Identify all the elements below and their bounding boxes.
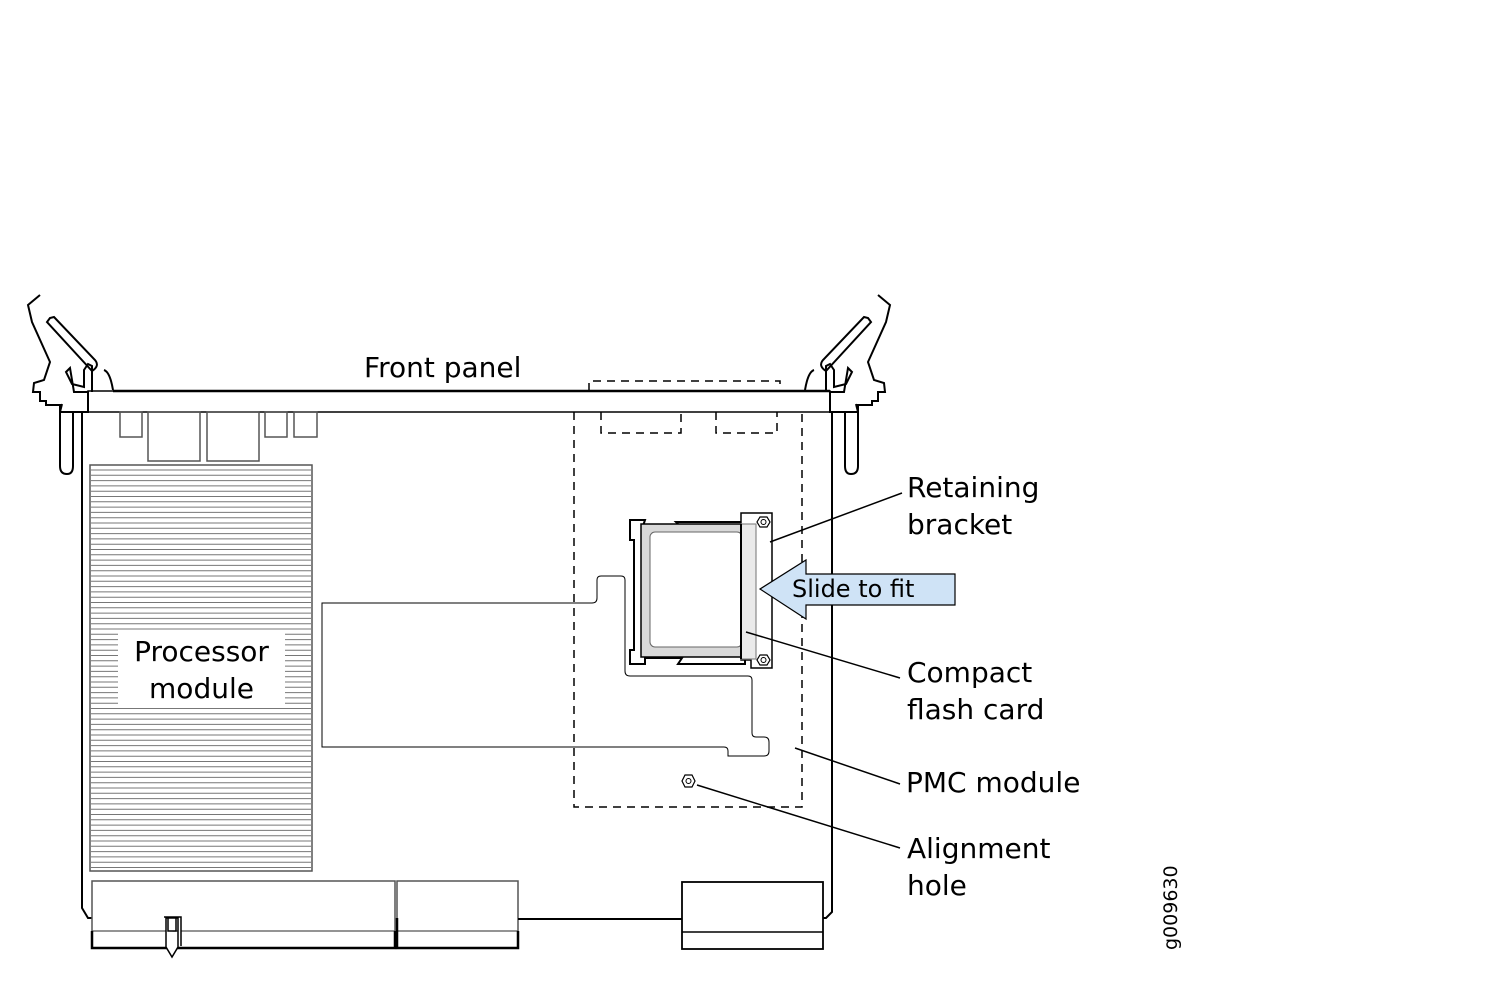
board-outline [81,412,833,919]
compact-flash-card [629,512,773,669]
left-ejector-icon [26,294,93,476]
label-line: hole [907,869,967,902]
screw-icon [756,516,771,528]
figure-id: g009630 [1160,865,1182,950]
label-line: module [149,672,254,705]
screw-icon [756,654,771,666]
heatsink [89,464,313,872]
pmc-module-outline [573,380,803,808]
front-panel-label: Front panel [364,351,522,384]
label-line: bracket [907,508,1013,541]
backplane-connectors [90,880,824,959]
guide-pin-icon [164,916,182,959]
slide-arrow [758,558,956,621]
alignment-hole-label: Alignment hole [907,830,1050,904]
processor-trace [321,575,770,757]
leader-lines [696,492,903,849]
label-line: Processor [134,635,269,668]
label-line: Compact [907,656,1033,689]
compact-flash-card-label: Compact flash card [907,654,1044,728]
retaining-bracket-label: Retaining bracket [907,469,1039,543]
label-line: Retaining [907,471,1040,504]
alignment-hole-icon [681,774,696,788]
front-panel-bar [87,390,831,413]
processor-label-background [118,632,285,706]
slide-to-fit-label: Slide to fit [792,575,915,603]
label-line: Alignment [907,832,1051,865]
processor-module-label: Processor module [118,633,285,707]
label-line: flash card [907,693,1045,726]
pmc-module-label: PMC module [906,766,1081,799]
